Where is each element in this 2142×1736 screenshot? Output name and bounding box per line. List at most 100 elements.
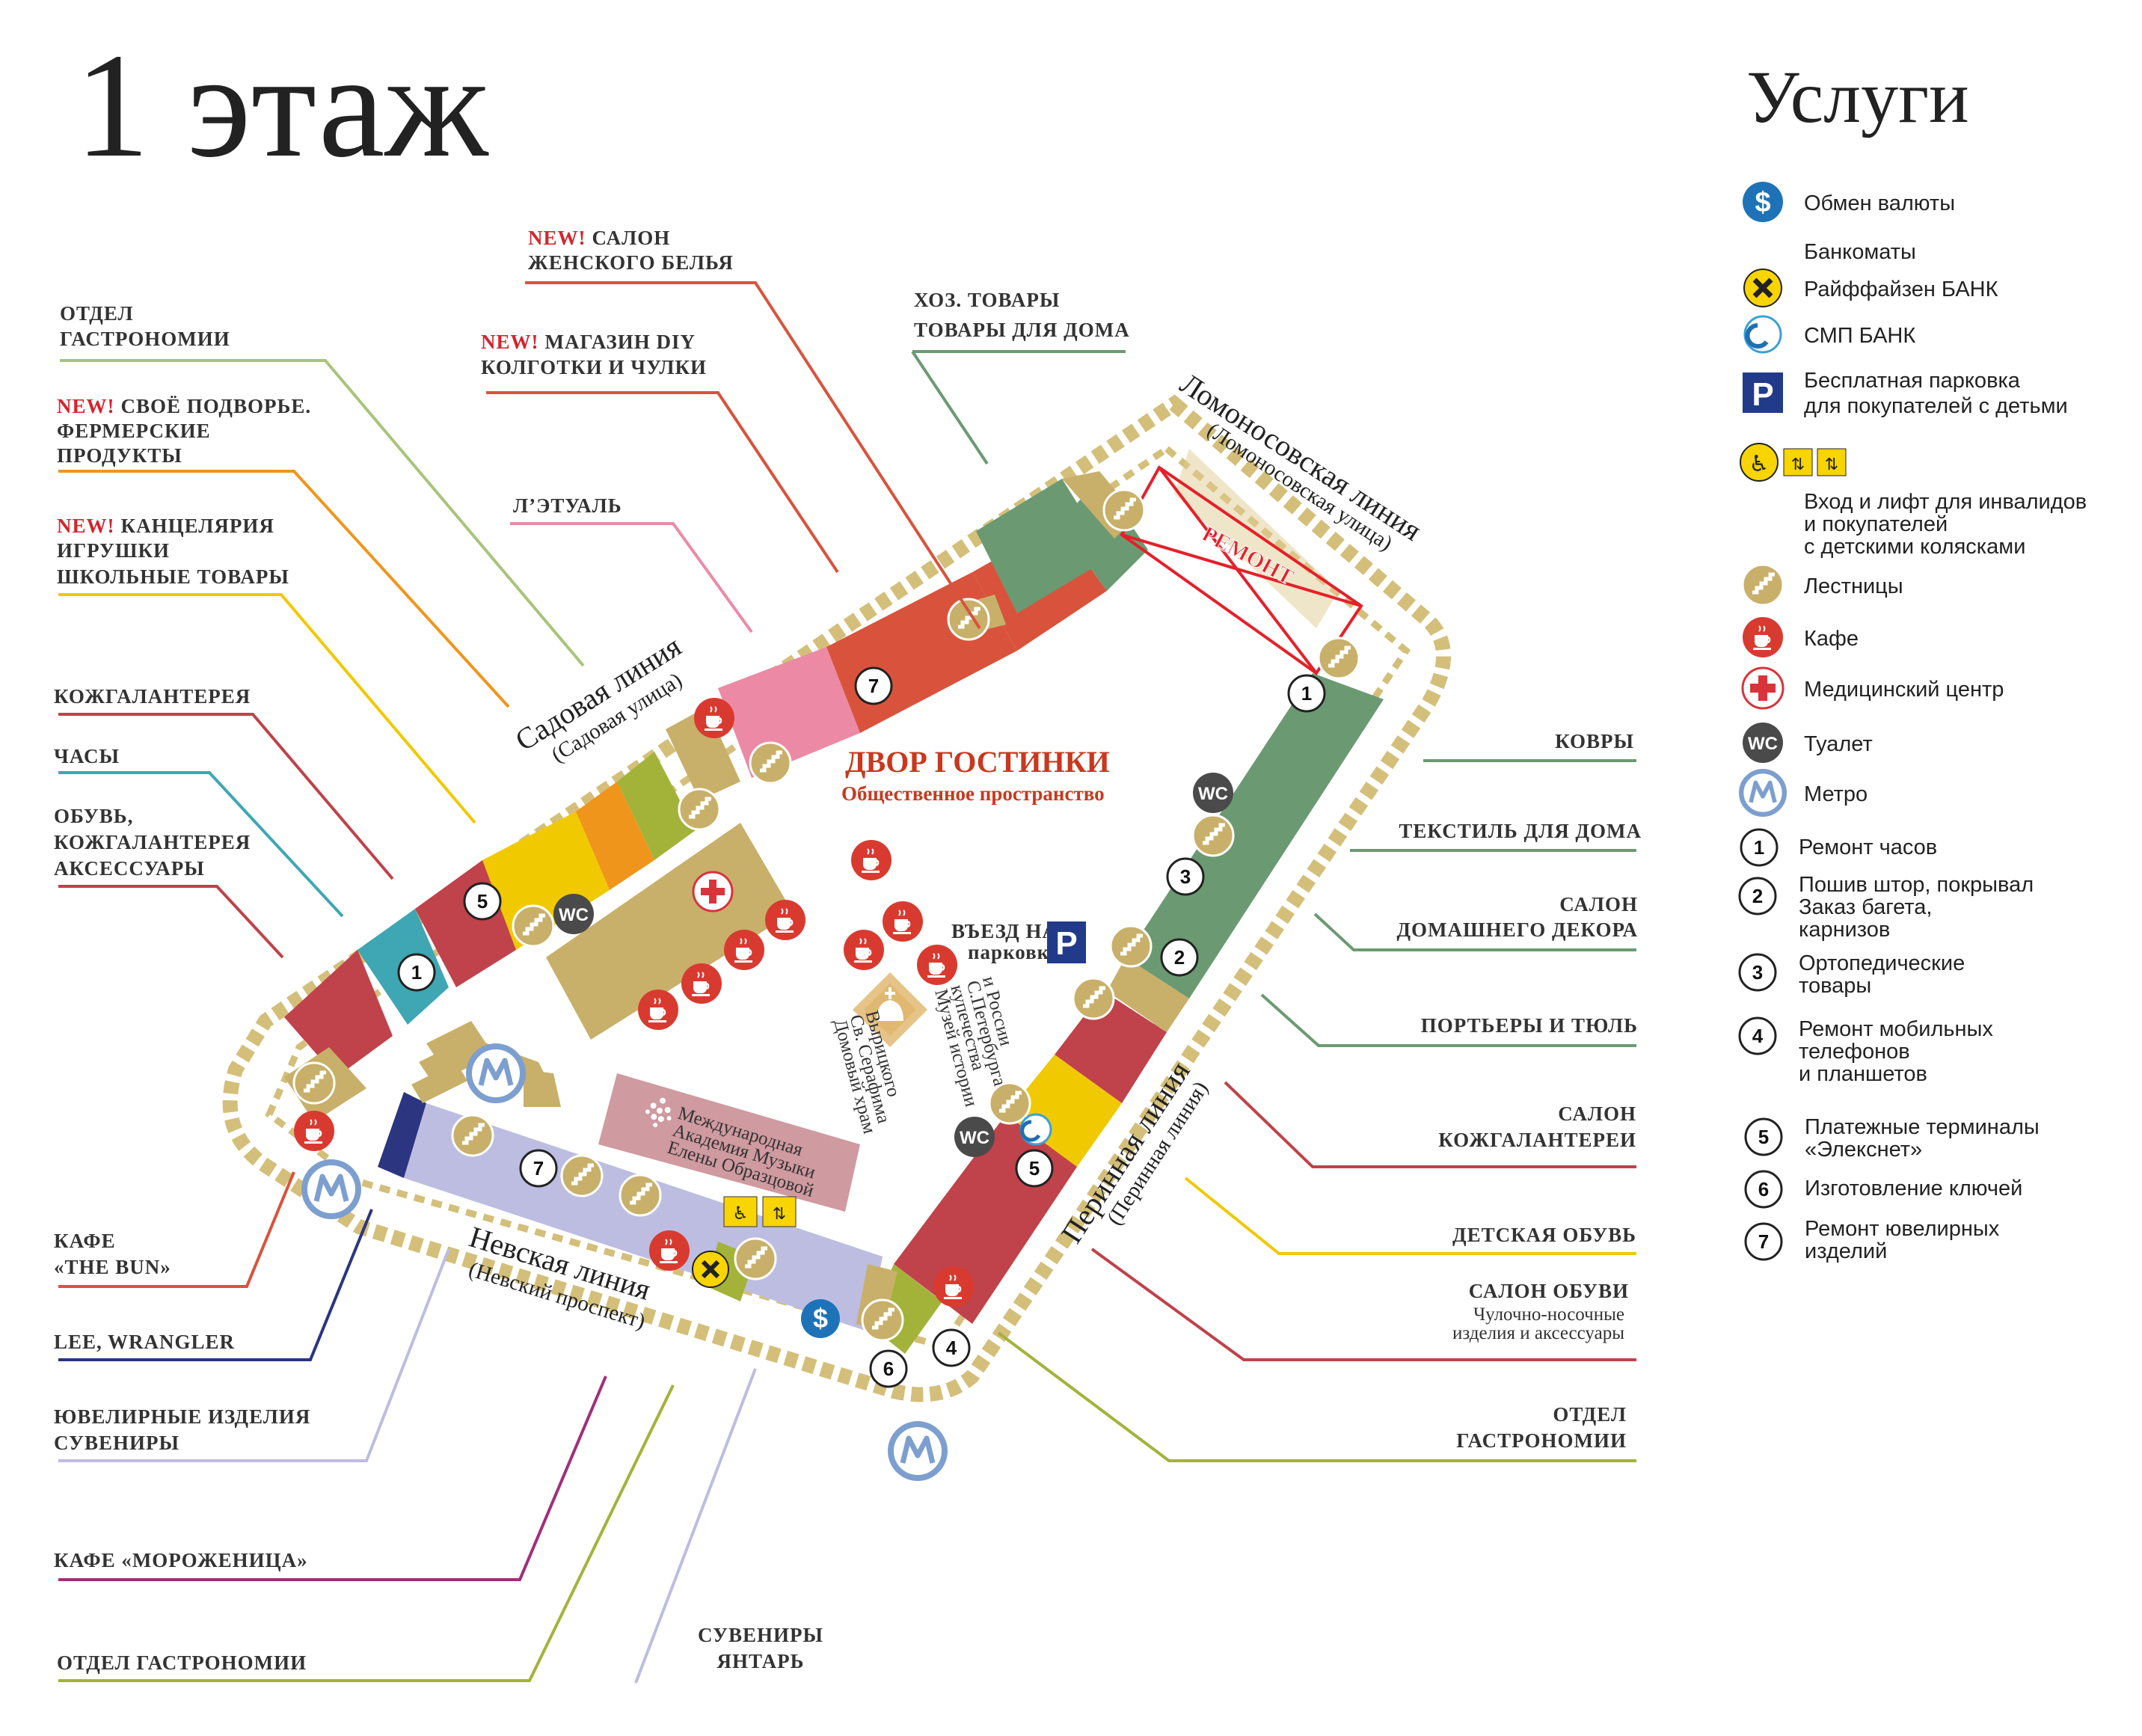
legend-medical-icon xyxy=(1741,666,1785,710)
label-cafe-bun-2: «THE BUN» xyxy=(54,1256,171,1278)
svg-text:6: 6 xyxy=(883,1358,894,1380)
music-academy: Международная Академия Музыки Елены Обра… xyxy=(598,1073,860,1212)
parking-icon-map: P xyxy=(1047,921,1086,963)
label-curtains: ПОРТЬЕРЫ И ТЮЛЬ xyxy=(1421,1014,1638,1037)
label-amber-2: ЯНТАРЬ xyxy=(716,1650,804,1672)
svg-text:3: 3 xyxy=(1180,865,1191,888)
legend-raiffeisen: Райффайзен БАНК xyxy=(1804,277,1998,301)
legend-stairs-icon xyxy=(1743,565,1783,605)
legend-raiffeisen-icon xyxy=(1743,269,1782,307)
legend-smp: СМП БАНК xyxy=(1804,324,1915,348)
label-shoes-1: ОБУВЬ, xyxy=(54,805,133,827)
svg-text:$: $ xyxy=(813,1303,828,1334)
label-jewelry-2: СУВЕНИРЫ xyxy=(54,1432,179,1454)
svg-text:5: 5 xyxy=(1758,1126,1769,1148)
svg-text:Музей истории купечества: Музей истории купечества С.Петербурга и … xyxy=(930,974,1030,1113)
building-outline xyxy=(222,394,1451,1402)
label-farm-new: NEW! xyxy=(57,395,115,417)
church: Домовый храм Св. Серафима Вырицкого Музе… xyxy=(829,972,1030,1141)
legend-s3-2: товары xyxy=(1799,974,1871,998)
parking-entry-line-1: ВЪЕЗД НА xyxy=(951,920,1058,942)
label-morozhenitsa: КАФЕ «МОРОЖЕНИЦА» xyxy=(54,1549,308,1571)
bottom-labels: СУВЕНИРЫ ЯНТАРЬ xyxy=(698,1624,823,1672)
label-stationery-1: КАНЦЕЛЯРИЯ xyxy=(121,515,274,537)
label-gastronomy-bottom: ОТДЕЛ ГАСТРОНОМИИ xyxy=(57,1651,307,1674)
label-cafe-bun-1: КАФЕ xyxy=(54,1230,116,1252)
legend-s7-1: Ремонт ювелирных xyxy=(1805,1217,2000,1241)
label-watches: ЧАСЫ xyxy=(54,745,120,767)
legend-accessibility-icons: ♿ ⇅ ⇅ xyxy=(1740,443,1847,482)
label-household-2: ТОВАРЫ ДЛЯ ДОМА xyxy=(914,319,1130,341)
label-diy-1: МАГАЗИН DIY xyxy=(545,331,696,353)
legend-parking-icon: P xyxy=(1743,372,1783,413)
legend-metro: Метро xyxy=(1804,782,1868,806)
svg-text:NEW!КАНЦЕЛЯРИЯ: NEW!КАНЦЕЛЯРИЯ xyxy=(57,515,274,537)
label-decor-1: САЛОН xyxy=(1559,893,1638,915)
label-lingerie-1: САЛОН xyxy=(592,227,671,249)
svg-text:5: 5 xyxy=(477,890,488,913)
label-shoes-3: АКСЕССУАРЫ xyxy=(54,857,205,880)
label-household-1: ХОЗ. ТОВАРЫ xyxy=(914,289,1060,311)
legend-disabled-2: и покупателей xyxy=(1804,512,1948,536)
legend-stairs: Лестницы xyxy=(1804,574,1903,598)
svg-text:5: 5 xyxy=(1029,1157,1040,1180)
smp-bank-icon-map xyxy=(1019,1113,1052,1146)
svg-text:P: P xyxy=(1752,376,1773,413)
legend-atms: Банкоматы xyxy=(1804,240,1916,264)
label-diy-2: КОЛГОТКИ И ЧУЛКИ xyxy=(481,356,707,378)
svg-text:2: 2 xyxy=(1174,946,1185,969)
legend-s6: Изготовление ключей xyxy=(1805,1177,2022,1200)
label-carpets: КОВРЫ xyxy=(1555,730,1634,752)
svg-text:6: 6 xyxy=(1758,1178,1769,1200)
leader-lines xyxy=(58,281,1636,1684)
legend-medical: Медицинский центр xyxy=(1804,678,2004,702)
courtyard-subtitle: Общественное пространство xyxy=(841,782,1105,805)
legend-s5-1: Платежные терминалы xyxy=(1805,1115,2040,1139)
svg-text:1: 1 xyxy=(1301,682,1312,705)
svg-text:WC: WC xyxy=(1198,784,1228,804)
label-leather-salon-2: КОЖГАЛАНТЕРЕИ xyxy=(1438,1129,1636,1151)
svg-text:NEW!САЛОН: NEW!САЛОН xyxy=(528,227,670,249)
label-decor-2: ДОМАШНЕГО ДЕКОРА xyxy=(1396,918,1638,941)
legend-cafe: Кафе xyxy=(1804,627,1859,651)
svg-text:Домовый храм Св. Серафим: Домовый храм Св. Серафима Вырицкого xyxy=(829,1008,912,1141)
legend-metro-icon xyxy=(1741,771,1785,815)
label-shoe-salon: САЛОН ОБУВИ xyxy=(1469,1280,1629,1302)
label-stationery-3: ШКОЛЬНЫЕ ТОВАРЫ xyxy=(57,565,289,588)
svg-text:3: 3 xyxy=(1752,961,1763,984)
accessibility-icons-map: ♿ ⇅ xyxy=(723,1196,797,1227)
legend-disabled-1: Вход и лифт для инвалидов xyxy=(1804,490,2087,514)
label-gastronomy-right-1: ОТДЕЛ xyxy=(1553,1403,1627,1426)
label-amber-1: СУВЕНИРЫ xyxy=(698,1624,823,1646)
svg-text:NEW!СВОЁ ПОДВОРЬЕ.: NEW! СВОЁ ПОДВОРЬЕ. xyxy=(57,395,311,417)
legend-s4-1: Ремонт мобильных xyxy=(1799,1017,1993,1041)
label-lingerie-2: ЖЕНСКОГО БЕЛЬЯ xyxy=(528,251,734,274)
svg-text:WC: WC xyxy=(1748,734,1778,754)
label-farm-1: СВОЁ ПОДВОРЬЕ. xyxy=(121,395,312,417)
svg-text:4: 4 xyxy=(946,1337,957,1359)
svg-text:♿: ♿ xyxy=(732,1203,749,1224)
legend-parking-2: для покупателей с детьми xyxy=(1804,394,2068,418)
label-gastronomy-top-2: ГАСТРОНОМИИ xyxy=(60,328,230,350)
courtyard-title: ДВОР ГОСТИНКИ xyxy=(845,745,1110,779)
legend-s7-2: изделий xyxy=(1805,1239,1887,1263)
medical-icon-map xyxy=(692,871,734,913)
legend-s4-2: телефонов xyxy=(1799,1040,1910,1064)
currency-icon-map: $ xyxy=(801,1299,840,1338)
svg-text:4: 4 xyxy=(1752,1025,1764,1047)
svg-text:NEW!МАГАЗИН DIY: NEW! МАГАЗИН DIY xyxy=(481,331,696,353)
svg-text:$: $ xyxy=(1755,187,1770,218)
label-leather-salon-1: САЛОН xyxy=(1558,1102,1636,1125)
label-farm-2: ФЕРМЕРСКИЕ xyxy=(57,420,211,442)
svg-text:⇅: ⇅ xyxy=(1825,455,1838,473)
label-gastronomy-right-2: ГАСТРОНОМИИ xyxy=(1456,1429,1627,1452)
legend-s5-2: «Элекснет» xyxy=(1805,1138,1922,1162)
raiffeisen-icon-map xyxy=(692,1251,729,1288)
label-gastronomy-top-1: ОТДЕЛ xyxy=(60,302,134,325)
services-legend: $ Обмен валюты Банкоматы Райффайзен БАНК… xyxy=(1738,182,2087,1263)
left-labels: ОТДЕЛ ГАСТРОНОМИИ NEW! СВОЁ ПОДВОРЬЕ. ФЕР… xyxy=(54,302,311,1674)
label-diy-new: NEW! xyxy=(481,331,539,353)
svg-text:7: 7 xyxy=(1758,1230,1769,1253)
escalator-block xyxy=(411,1021,486,1103)
legend-s4-3: и планшетов xyxy=(1799,1062,1927,1086)
